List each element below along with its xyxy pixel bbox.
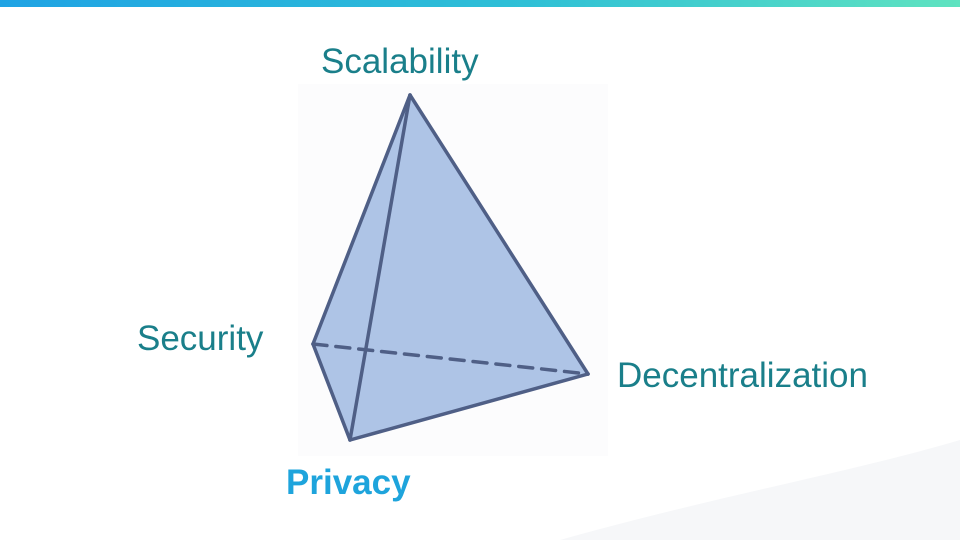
face-front (350, 95, 588, 440)
edge-scalability-decentralization (408, 93, 590, 376)
vertex-label-security: Security (137, 319, 264, 358)
face-left (313, 95, 410, 440)
edge-scalability-privacy (348, 93, 412, 442)
vertex-label-decentralization: Decentralization (617, 356, 868, 395)
vertex-label-privacy: Privacy (286, 463, 411, 502)
edge-security-privacy (311, 342, 352, 442)
edge-scalability-security (311, 93, 412, 346)
edge-security-decentralization-hidden (311, 342, 590, 376)
vertex-label-scalability: Scalability (321, 42, 479, 81)
edge-privacy-decentralization (348, 372, 590, 442)
top-accent-bar (0, 0, 960, 7)
